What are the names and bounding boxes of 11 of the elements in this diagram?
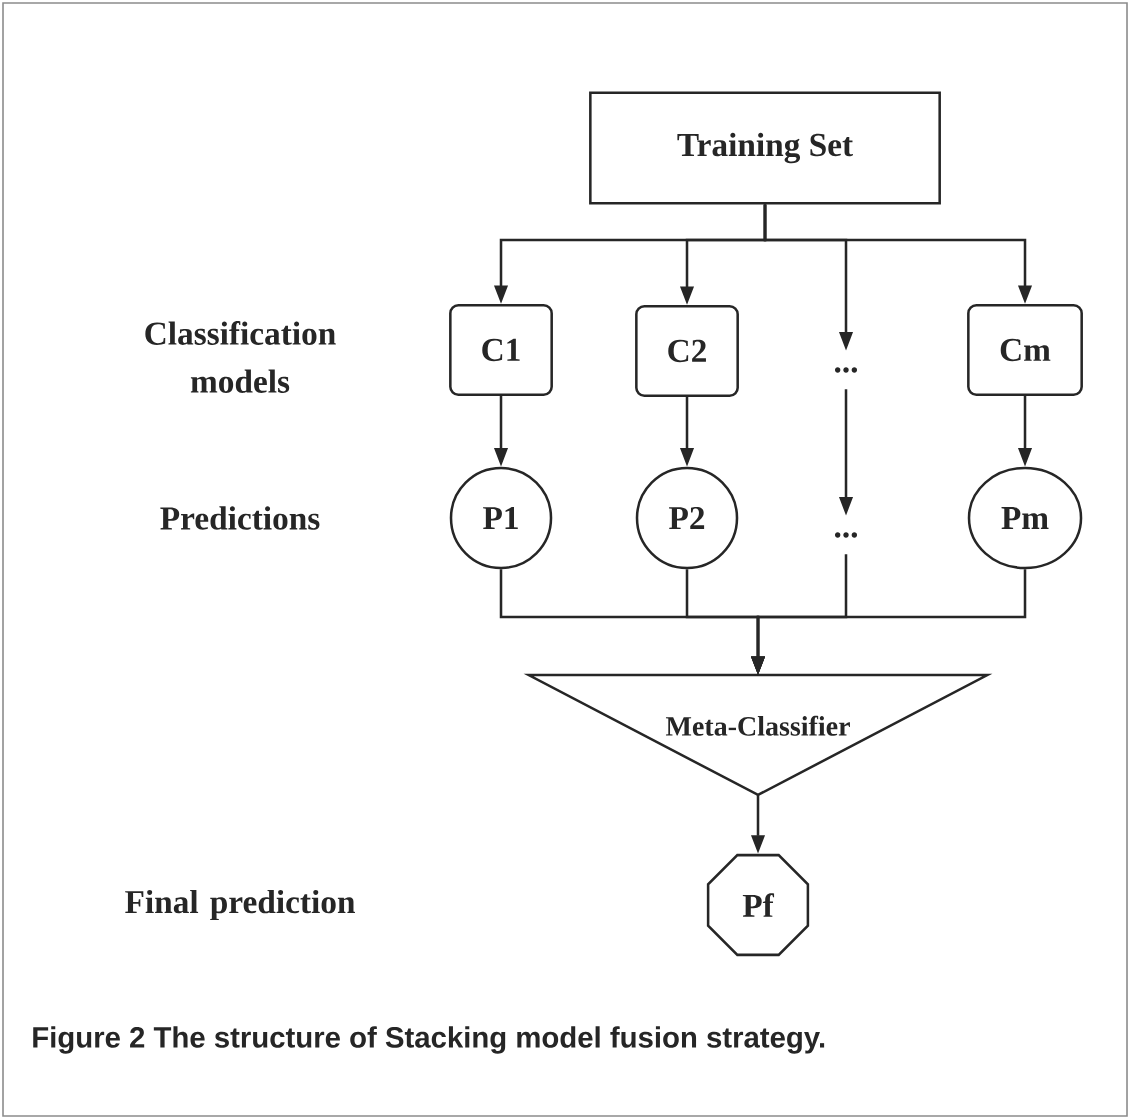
row-label: Classification models xyxy=(145,321,336,393)
row-label: Predictions xyxy=(160,506,320,530)
model-box: Cm xyxy=(967,304,1083,396)
model-box: C1 xyxy=(449,304,553,396)
final-prediction-octagon: Pf xyxy=(706,853,810,957)
figure-caption: Figure 2 The structure of Stacking model fusion strategy. xyxy=(33,1026,825,1054)
row-label: Final prediction xyxy=(125,889,355,921)
ellipsis-text: ... xyxy=(835,367,858,373)
ellipsis-text: ... xyxy=(835,532,858,538)
model-box: C2 xyxy=(635,305,739,397)
process-box: Training Set xyxy=(589,91,941,205)
